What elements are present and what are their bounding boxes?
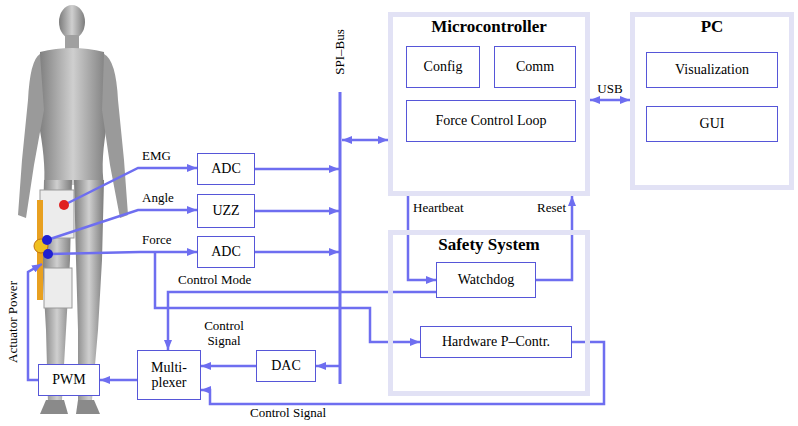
panel-title: PC	[635, 18, 789, 37]
box-label: Config	[424, 59, 463, 74]
bus-wire	[255, 168, 339, 171]
box-label: ADC	[211, 244, 241, 259]
panel-title: Safety System	[393, 236, 585, 255]
bus-wire	[255, 251, 339, 254]
block-box: Hardware P–Contr.	[420, 326, 572, 358]
block-box: DAC	[256, 350, 316, 382]
force-branch	[155, 252, 420, 342]
signal-name: Angle	[142, 191, 174, 206]
bus-wire	[316, 365, 340, 368]
rotated-label: SPI–Bus	[333, 29, 348, 75]
box-label: UZZ	[212, 203, 239, 218]
edge-label: USB	[592, 82, 628, 97]
block-box: Config	[406, 46, 480, 88]
block-box: ADC	[197, 153, 255, 185]
block-box: Visualization	[646, 52, 778, 88]
signal-arrow	[201, 365, 256, 368]
edge-label: Control Signal	[250, 406, 370, 421]
signal-arrow	[100, 379, 137, 382]
bus-wire	[255, 210, 339, 213]
bus-link	[342, 139, 388, 142]
signal-name: EMG	[142, 149, 171, 164]
panel-title: Microcontroller	[393, 18, 585, 37]
box-label: Comm	[516, 59, 554, 74]
actuator-wire	[28, 264, 42, 380]
edge-label: Control Signal	[194, 319, 254, 349]
angle-wire	[47, 210, 197, 240]
block-box: Multi- plexer	[137, 350, 201, 400]
block-box: Watchdog	[436, 262, 536, 298]
signal-arrow	[590, 99, 630, 102]
edge-label: Control Mode	[178, 273, 278, 288]
block-box: PWM	[38, 364, 100, 396]
edge-label: Heartbeat	[413, 201, 493, 216]
box-label: Watchdog	[458, 272, 514, 287]
block-box: Force Control Loop	[406, 100, 576, 142]
force-wire	[50, 252, 197, 254]
panel-group: MicrocontrollerConfig CommForce Control L…	[388, 12, 590, 196]
rotated-label: Actuator Power	[6, 281, 21, 363]
box-label: Hardware P–Contr.	[442, 334, 550, 349]
emg-sensor	[59, 200, 69, 210]
force-sensor	[43, 249, 53, 259]
panel-group: PC VisualizationGUI	[630, 12, 794, 190]
box-label: Multi- plexer	[138, 360, 200, 391]
signal-arrow	[168, 292, 436, 350]
spi-bus	[339, 92, 342, 384]
box-label: PWM	[52, 372, 85, 387]
box-label: ADC	[211, 161, 241, 176]
block-box: UZZ	[197, 194, 255, 228]
panel-group: Safety SystemWatchdogHardware P–Contr.	[388, 230, 590, 396]
edge-label: Reset	[496, 201, 566, 216]
box-label: DAC	[271, 358, 301, 373]
signal-name: Force	[142, 233, 172, 248]
box-label: GUI	[700, 116, 725, 131]
emg-wire	[64, 168, 197, 205]
block-box: GUI	[646, 106, 778, 142]
box-label: Visualization	[675, 62, 749, 77]
angle-sensor	[42, 235, 52, 245]
block-box: Comm	[494, 46, 576, 88]
box-label: Force Control Loop	[435, 113, 546, 128]
block-box: ADC	[197, 236, 255, 268]
